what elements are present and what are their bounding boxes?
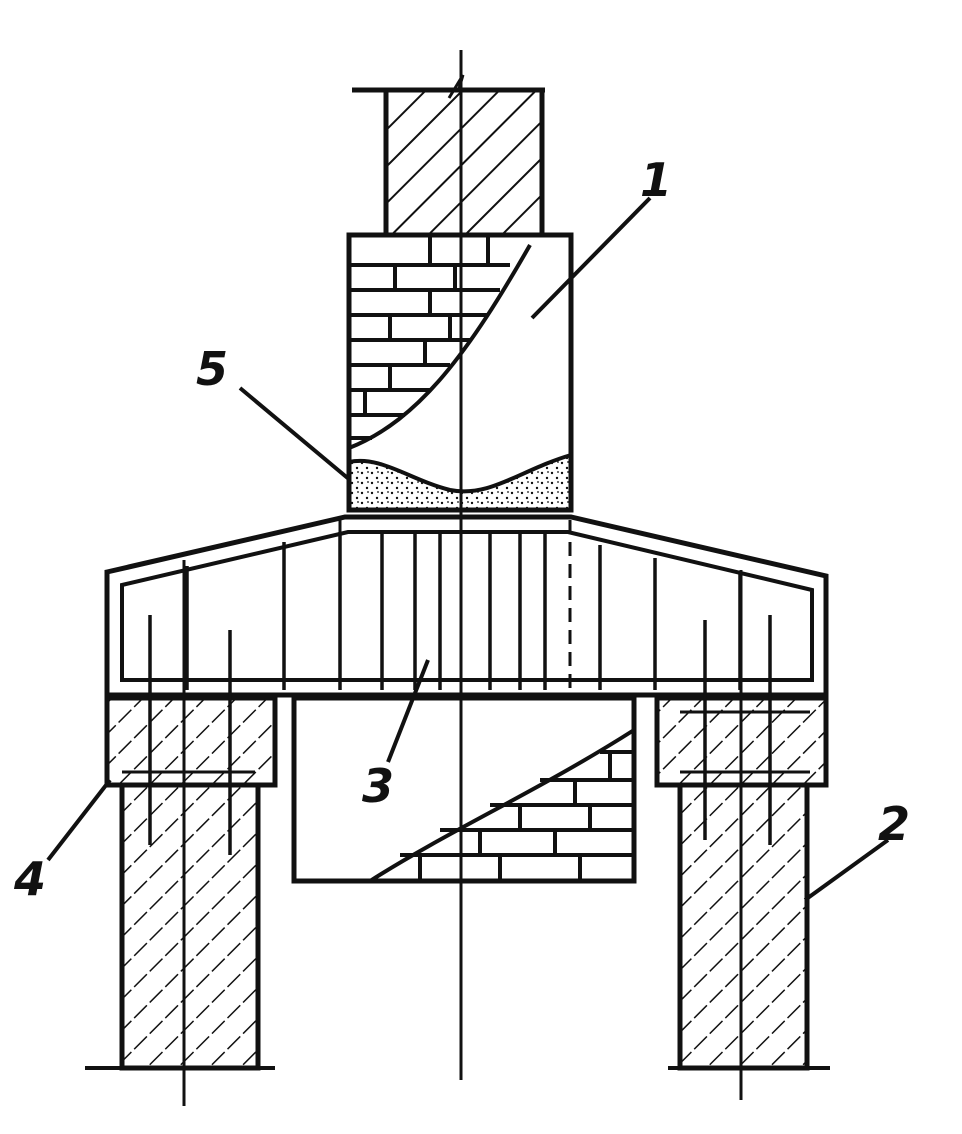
pile-left: [85, 560, 275, 1106]
pile-cap-left: [104, 695, 278, 788]
callout-2: 2: [878, 797, 910, 851]
callout-4: 4: [13, 852, 46, 906]
lower-masonry: [291, 695, 637, 884]
callout-3: 3: [362, 759, 394, 813]
grillage-beam: [104, 514, 829, 698]
callout-1: 1: [640, 153, 672, 207]
callout-5: 5: [196, 342, 228, 396]
leader-lines: [46, 196, 890, 902]
top-wall-block: [352, 87, 545, 238]
central-axis: [447, 50, 465, 1080]
pile-right: [668, 570, 830, 1100]
